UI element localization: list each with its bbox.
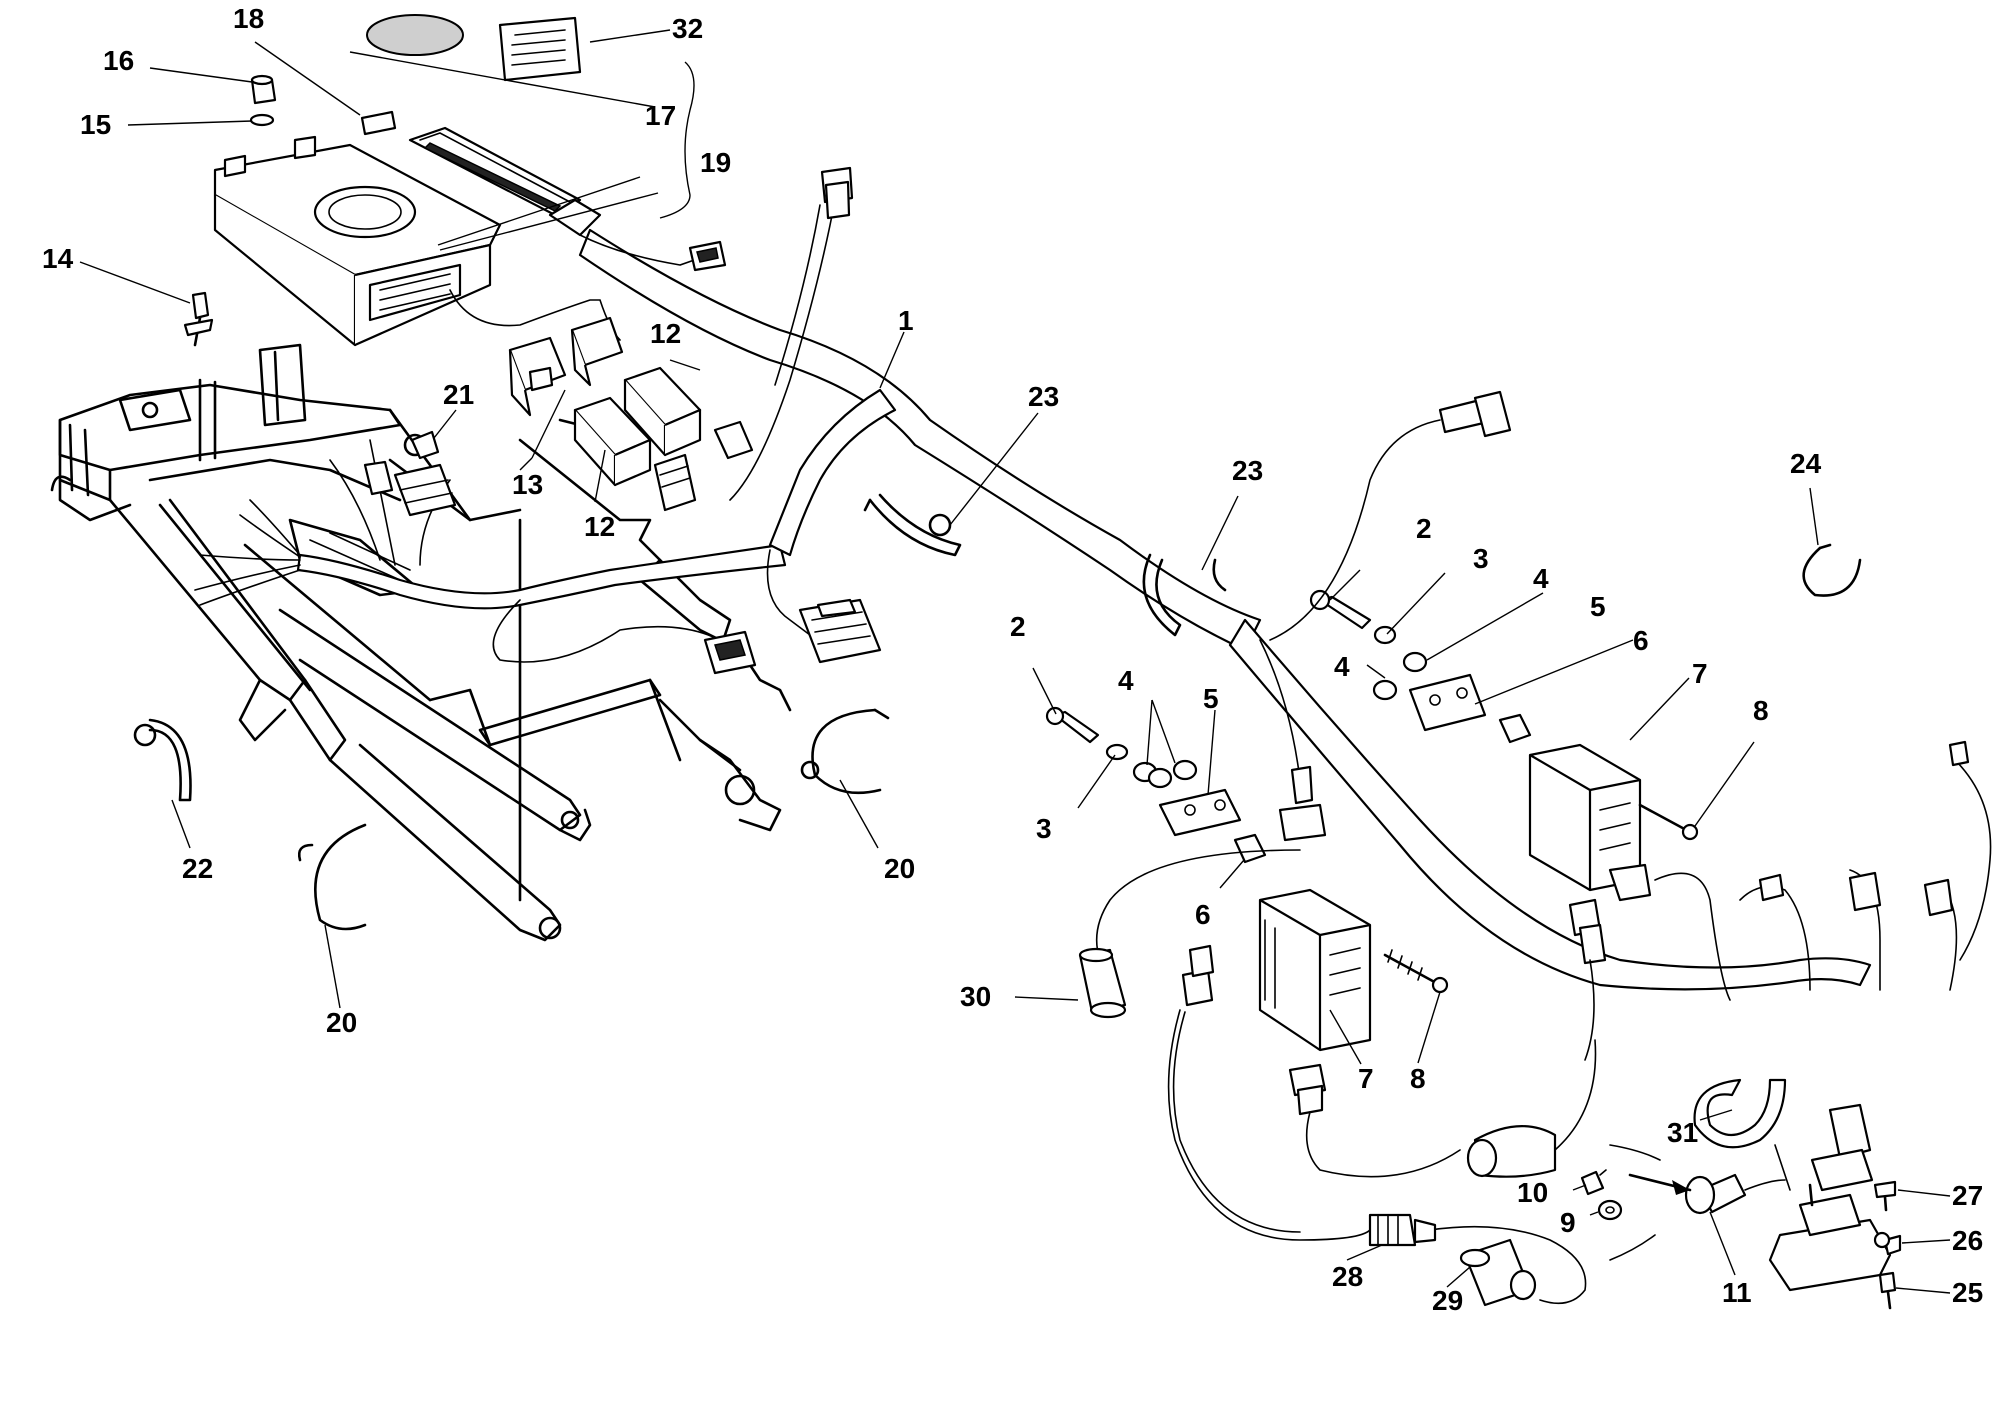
main-wiring-harness [194,199,1872,991]
part-16-rubber-grommet [250,74,277,105]
part-17-foam-pad [366,14,464,56]
part-15-washer [249,113,275,127]
callout-28: 28 [1332,1261,1363,1292]
callout-22: 22 [182,853,213,884]
callout-labels: 18 32 16 17 15 19 14 1 12 23 21 24 13 23… [42,3,1983,1316]
callout-23-right: 23 [1232,455,1263,486]
part-28-sensor-probe [1368,1213,1437,1247]
part-23-clamp-right [1142,553,1227,637]
part-21-cable-clip [410,430,440,460]
underside-connector-large [798,598,882,664]
part-7-ignition-coil-center [1258,888,1372,1052]
callout-6-left: 6 [1195,899,1211,930]
top-harness-connector [820,166,854,220]
part-7-ignition-coil-right [1528,743,1642,892]
part-12-relay-upper [623,366,754,460]
callout-2-right: 2 [1416,513,1432,544]
callout-20-right: 20 [884,853,915,884]
center-sensor-wire [1259,639,1327,842]
callout-24: 24 [1790,448,1822,479]
callout-23-left: 23 [1028,381,1059,412]
callout-13: 13 [512,469,543,500]
callout-8-right: 8 [1753,695,1769,726]
part-25-bolt [1878,1271,1897,1310]
callout-20-left: 20 [326,1007,357,1038]
callout-4-left-top: 4 [1118,665,1134,696]
part-20-clamp-right [800,708,890,795]
callout-7-right: 7 [1692,658,1708,689]
callout-5-left: 5 [1203,683,1219,714]
part-20-clamp-left [297,823,367,931]
part-19-multi-pin-connector [408,126,602,237]
coil-lower-connector [1288,1063,1461,1178]
part-24-clamp [1802,543,1862,597]
part-9-washer [1597,1199,1623,1221]
part-27-screw [1873,1180,1897,1212]
right-boot-connector [1810,1103,1874,1192]
round-multi-pin-connector [1466,1039,1597,1178]
part-32-label-decal [498,16,582,82]
upper-right-sensor-wire [1269,390,1512,641]
part-23-clamp-left [863,493,962,557]
part-29-sensor [1459,1238,1537,1307]
part-12-relay-lower [573,396,697,512]
callout-18: 18 [233,3,264,34]
part-18-connector-cap [360,110,397,136]
callout-5-right: 5 [1590,591,1606,622]
part-26-pressure-sensor [1768,1183,1902,1292]
part-30-sensor [1078,849,1301,1019]
callout-3-left: 3 [1036,813,1052,844]
callout-17: 17 [645,100,676,131]
part-13-relay-holder-left [508,336,567,417]
callout-26: 26 [1952,1225,1983,1256]
right-cluster-connectors [1568,898,1607,1061]
callout-12-upper: 12 [650,318,681,349]
part-10-screw [1580,1169,1607,1196]
bracket-assembly-right [1309,589,1532,744]
ecu-plug-connector [688,240,727,272]
ecu-control-unit [213,135,502,347]
part-14-mounting-stud [183,291,214,347]
part-8-screw-center [1383,949,1449,994]
callout-9: 9 [1560,1207,1576,1238]
callout-1: 1 [898,305,914,336]
callout-30: 30 [960,981,991,1012]
callout-6-right: 6 [1633,625,1649,656]
callout-4-right: 4 [1533,563,1549,594]
callout-21: 21 [443,379,474,410]
callout-32: 32 [672,13,703,44]
callout-7-center: 7 [1358,1063,1374,1094]
callout-10: 10 [1517,1177,1548,1208]
callout-29: 29 [1432,1285,1463,1316]
callout-11: 11 [1722,1277,1752,1308]
callout-4-right-side: 4 [1334,651,1350,682]
spark-plug-wires-right [1608,740,1992,1001]
callout-15: 15 [80,109,111,140]
part-13-relay-holder-right [570,316,624,387]
callout-31: 31 [1667,1117,1698,1148]
lower-sensor-cable [1167,944,1587,1305]
callout-19: 19 [700,147,731,178]
callout-8-center: 8 [1410,1063,1426,1094]
callout-12-lower: 12 [584,511,615,542]
part-11-sensor [1609,1144,1786,1261]
callout-2-left: 2 [1010,611,1026,642]
callout-14: 14 [42,243,74,274]
part-22-clamp [133,718,192,802]
callout-27: 27 [1952,1180,1983,1211]
frame-connector [703,630,757,675]
callout-3-right: 3 [1473,543,1489,574]
bracket-assembly-left [1045,706,1267,864]
frame-coil-unit [363,460,457,517]
callout-25: 25 [1952,1277,1983,1308]
part-31-hose [1693,1078,1791,1191]
callout-16: 16 [103,45,134,76]
part-8-screw-right [1638,803,1699,841]
leader-lines [79,29,1951,1294]
